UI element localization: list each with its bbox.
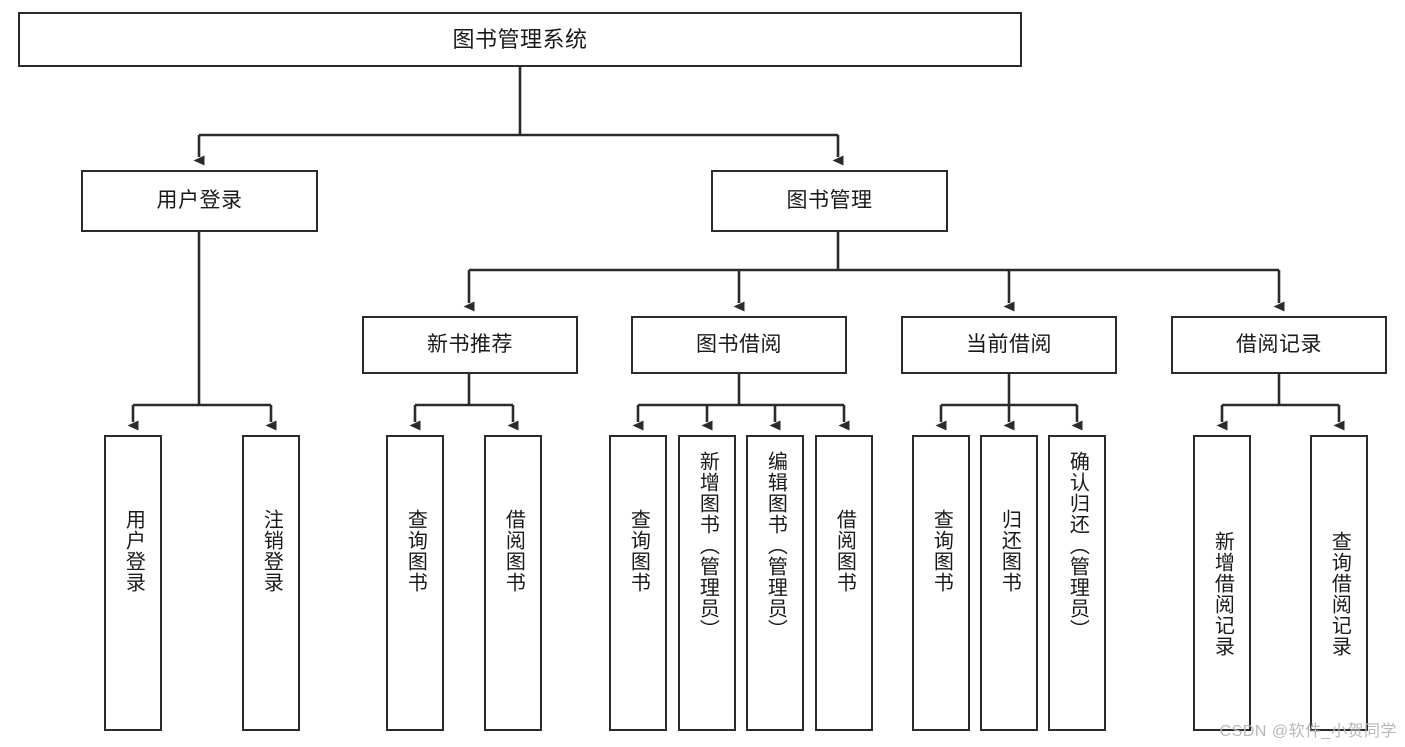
- edges-newbook-to-leaves: [409, 374, 519, 431]
- node-label: 归还图书: [998, 509, 1021, 593]
- leaf-return-book[interactable]: 归还图书: [980, 435, 1038, 731]
- node-label: 借阅图书: [833, 509, 856, 593]
- node-label: 查询图书: [404, 509, 427, 593]
- leaf-borrow-book-newbook[interactable]: 借阅图书: [484, 435, 542, 731]
- node-root-system[interactable]: 图书管理系统: [18, 12, 1022, 67]
- leaf-confirm-return-admin[interactable]: 确认归还（管理员）: [1048, 435, 1106, 731]
- leaf-logout-login[interactable]: 注销登录: [242, 435, 300, 731]
- node-new-book-recommend[interactable]: 新书推荐: [362, 316, 578, 374]
- node-book-management[interactable]: 图书管理: [711, 170, 948, 232]
- node-label: 新书推荐: [427, 332, 513, 356]
- node-label: 借阅记录: [1236, 332, 1322, 356]
- node-label: 图书管理系统: [452, 26, 588, 52]
- node-label: 图书管理: [786, 188, 873, 212]
- edges-currentborrow-to-leaves: [935, 374, 1083, 431]
- node-label: 新增借阅记录: [1211, 531, 1234, 657]
- edges-root-to-level2: [193, 67, 844, 166]
- leaf-query-book-borrow[interactable]: 查询图书: [609, 435, 667, 731]
- leaf-query-book-current[interactable]: 查询图书: [912, 435, 970, 731]
- edges-userlogin-to-leaves: [127, 232, 277, 431]
- node-label: 确认归还（管理员）: [1066, 451, 1089, 640]
- leaf-user-login[interactable]: 用户登录: [104, 435, 162, 731]
- edges-borrowbook-to-leaves: [632, 374, 850, 431]
- node-label: 注销登录: [260, 509, 283, 593]
- node-book-borrow[interactable]: 图书借阅: [631, 316, 847, 374]
- node-label: 查询图书: [627, 509, 650, 593]
- csdn-watermark: CSDN @软件_小贺同学: [1219, 723, 1397, 740]
- node-label: 用户登录: [156, 188, 243, 212]
- node-user-login[interactable]: 用户登录: [81, 170, 318, 232]
- edges-books-to-level3: [463, 232, 1285, 312]
- leaf-edit-book-admin[interactable]: 编辑图书（管理员）: [746, 435, 804, 731]
- node-label: 查询借阅记录: [1328, 531, 1351, 657]
- edges-borrowrecord-to-leaves: [1216, 374, 1345, 431]
- leaf-query-borrow-record[interactable]: 查询借阅记录: [1310, 435, 1368, 731]
- leaf-query-book-newbook[interactable]: 查询图书: [386, 435, 444, 731]
- leaf-add-book-admin[interactable]: 新增图书（管理员）: [678, 435, 736, 731]
- node-label: 编辑图书（管理员）: [764, 451, 787, 640]
- leaf-borrow-book-borrow[interactable]: 借阅图书: [815, 435, 873, 731]
- node-label: 借阅图书: [502, 509, 525, 593]
- node-label: 新增图书（管理员）: [696, 451, 719, 640]
- node-borrow-record[interactable]: 借阅记录: [1171, 316, 1387, 374]
- leaf-add-borrow-record[interactable]: 新增借阅记录: [1193, 435, 1251, 731]
- node-label: 用户登录: [122, 509, 145, 593]
- node-current-borrow[interactable]: 当前借阅: [901, 316, 1117, 374]
- node-label: 查询图书: [930, 509, 953, 593]
- node-label: 当前借阅: [966, 332, 1052, 356]
- node-label: 图书借阅: [696, 332, 782, 356]
